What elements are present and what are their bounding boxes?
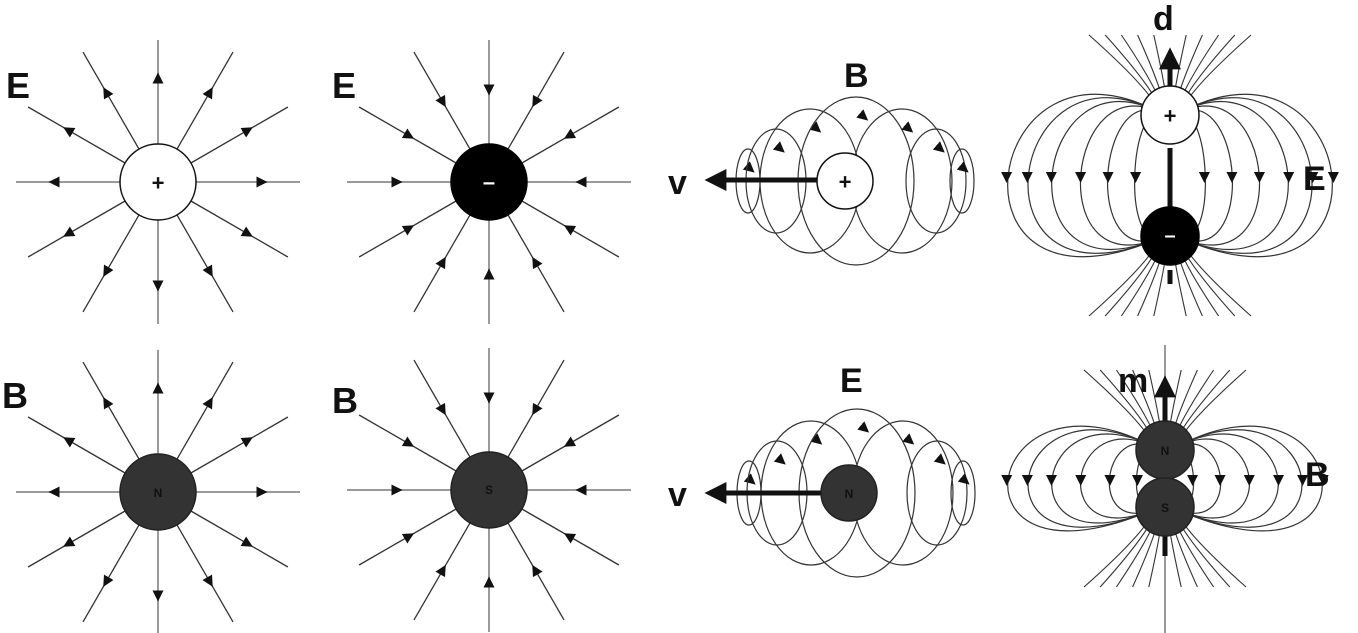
north-pole [119, 453, 197, 531]
positive-charge [816, 152, 874, 210]
field-line [507, 214, 565, 313]
field-label: E [6, 65, 30, 106]
field-line [358, 106, 457, 164]
north-pole [820, 464, 878, 522]
loop-arrow [773, 453, 786, 465]
panel-electric-dipole: + – d E [1001, 0, 1339, 317]
moment-label: d [1153, 0, 1174, 38]
field-line [27, 200, 126, 258]
field-label: E [332, 65, 356, 106]
loop-arrow [902, 433, 915, 445]
south-pole [1135, 477, 1195, 537]
loop-arrow [933, 453, 946, 465]
field-label: B [2, 375, 28, 416]
negative-charge [1140, 206, 1200, 266]
field-line [176, 524, 234, 623]
field-lines [347, 40, 631, 324]
field-lines [16, 350, 300, 633]
field-line [27, 416, 126, 474]
field-lines [16, 40, 300, 324]
field-line [358, 414, 457, 472]
field-line [521, 200, 620, 258]
field-line [176, 214, 234, 313]
charge-symbol: + [152, 171, 165, 196]
field-line [190, 200, 289, 258]
moment-label: m [1118, 362, 1148, 400]
field-line [521, 106, 620, 164]
panel-moving-charge: + v B [668, 57, 975, 266]
field-line [82, 524, 140, 623]
bottom-charge-symbol: – [1164, 225, 1175, 247]
field-line [27, 510, 126, 568]
field-loop [905, 128, 967, 234]
field-line [82, 51, 140, 150]
pole-symbol: N [845, 487, 854, 501]
field-loop [949, 148, 975, 214]
loop-arrow [856, 109, 869, 121]
field-line [190, 106, 289, 164]
field-line [521, 414, 620, 472]
field-line [176, 361, 234, 460]
field-line [507, 522, 565, 621]
field-line [413, 214, 471, 313]
charge-symbol: – [483, 170, 495, 195]
loop-arrow [901, 121, 914, 133]
field-label: B [1305, 456, 1330, 494]
velocity-label: v [668, 476, 687, 514]
south-pole [450, 451, 528, 529]
field-line [82, 361, 140, 460]
loop-arrow [932, 141, 945, 153]
field-loops [736, 408, 976, 578]
loop-arrow [956, 161, 969, 173]
field-loop [950, 460, 976, 526]
field-line [82, 214, 140, 313]
panel-positive-charge: + E [6, 40, 300, 324]
field-line [176, 51, 234, 150]
field-line [507, 51, 565, 150]
panel-south-monopole: S B [332, 348, 631, 632]
field-line [413, 51, 471, 150]
pole-symbol: N [154, 486, 163, 500]
panel-north-monopole: N B [2, 350, 300, 633]
field-lines [347, 348, 631, 632]
loop-arrow [772, 141, 785, 153]
field-line [358, 200, 457, 258]
loop-arrow [857, 421, 870, 433]
positive-charge [1140, 85, 1200, 145]
positive-charge [119, 143, 197, 221]
panel-moving-monopole: N v E [668, 362, 976, 578]
pole-symbol: S [485, 483, 493, 497]
field-line [413, 522, 471, 621]
field-line [521, 508, 620, 566]
negative-charge [450, 143, 528, 221]
field-label: E [840, 362, 863, 400]
field-line [27, 106, 126, 164]
field-label: B [332, 380, 358, 421]
field-label: E [1303, 160, 1326, 198]
field-line [190, 510, 289, 568]
top-charge-symbol: + [1164, 104, 1177, 129]
velocity-label: v [668, 164, 687, 202]
field-line [507, 359, 565, 458]
top-pole-symbol: N [1161, 444, 1170, 458]
panel-magnetic-dipole: N S m B [1001, 345, 1330, 633]
field-line [358, 508, 457, 566]
panel-negative-charge: – E [332, 40, 631, 324]
bottom-pole-symbol: S [1161, 501, 1169, 515]
field-line [190, 416, 289, 474]
field-loop [906, 440, 968, 546]
charge-symbol: + [839, 170, 852, 195]
field-label: B [844, 57, 869, 95]
field-line [413, 359, 471, 458]
loop-arrow [957, 473, 970, 485]
